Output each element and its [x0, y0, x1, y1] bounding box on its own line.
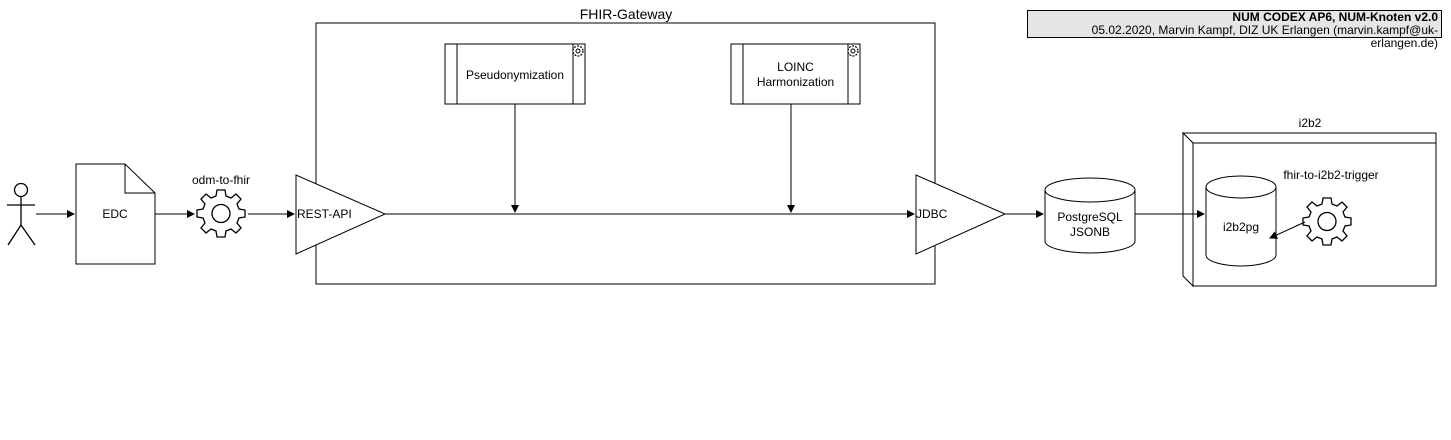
database-icon — [1205, 175, 1277, 267]
postgres-line1: PostgreSQL — [1057, 210, 1123, 224]
gear-icon — [847, 45, 859, 57]
user-actor-icon — [7, 182, 36, 246]
odm-to-fhir-label: odm-to-fhir — [191, 173, 250, 187]
jdbc-label: JDBC — [916, 207, 948, 221]
meta-title: NUM CODEX AP6, NUM-Knoten v2.0 — [1232, 10, 1438, 24]
loinc-line1: LOINC — [777, 60, 814, 74]
i2b2pg-label: i2b2pg — [1222, 220, 1260, 234]
loinc-harmonization-process — [730, 43, 861, 105]
i2b2-title: i2b2 — [1298, 116, 1322, 130]
connectors — [36, 104, 1306, 239]
rest-api-label: REST-API — [297, 207, 352, 221]
jdbc-triangle — [915, 174, 1007, 255]
database-icon — [1044, 177, 1136, 254]
pseudonymization-process — [444, 43, 586, 105]
edc-label: EDC — [102, 207, 128, 221]
postgres-line2: JSONB — [1069, 225, 1110, 239]
gear-icon — [572, 45, 584, 57]
gear-icon — [196, 189, 246, 238]
rest-api-triangle — [295, 174, 387, 255]
gear-icon — [1302, 197, 1352, 246]
gateway-title: FHIR-Gateway — [579, 6, 673, 22]
trigger-label: fhir-to-i2b2-trigger — [1283, 168, 1379, 182]
postgres-label: PostgreSQL JSONB — [1045, 210, 1135, 240]
diagram-meta-box: NUM CODEX AP6, NUM-Knoten v2.0 05.02.202… — [1027, 10, 1442, 50]
document-icon — [75, 163, 156, 265]
loinc-label: LOINC Harmonization — [743, 60, 848, 90]
pseudonymization-label: Pseudonymization — [465, 68, 565, 82]
meta-subtitle: 05.02.2020, Marvin Kampf, DIZ UK Erlange… — [1091, 23, 1438, 50]
loinc-line2: Harmonization — [756, 75, 835, 89]
